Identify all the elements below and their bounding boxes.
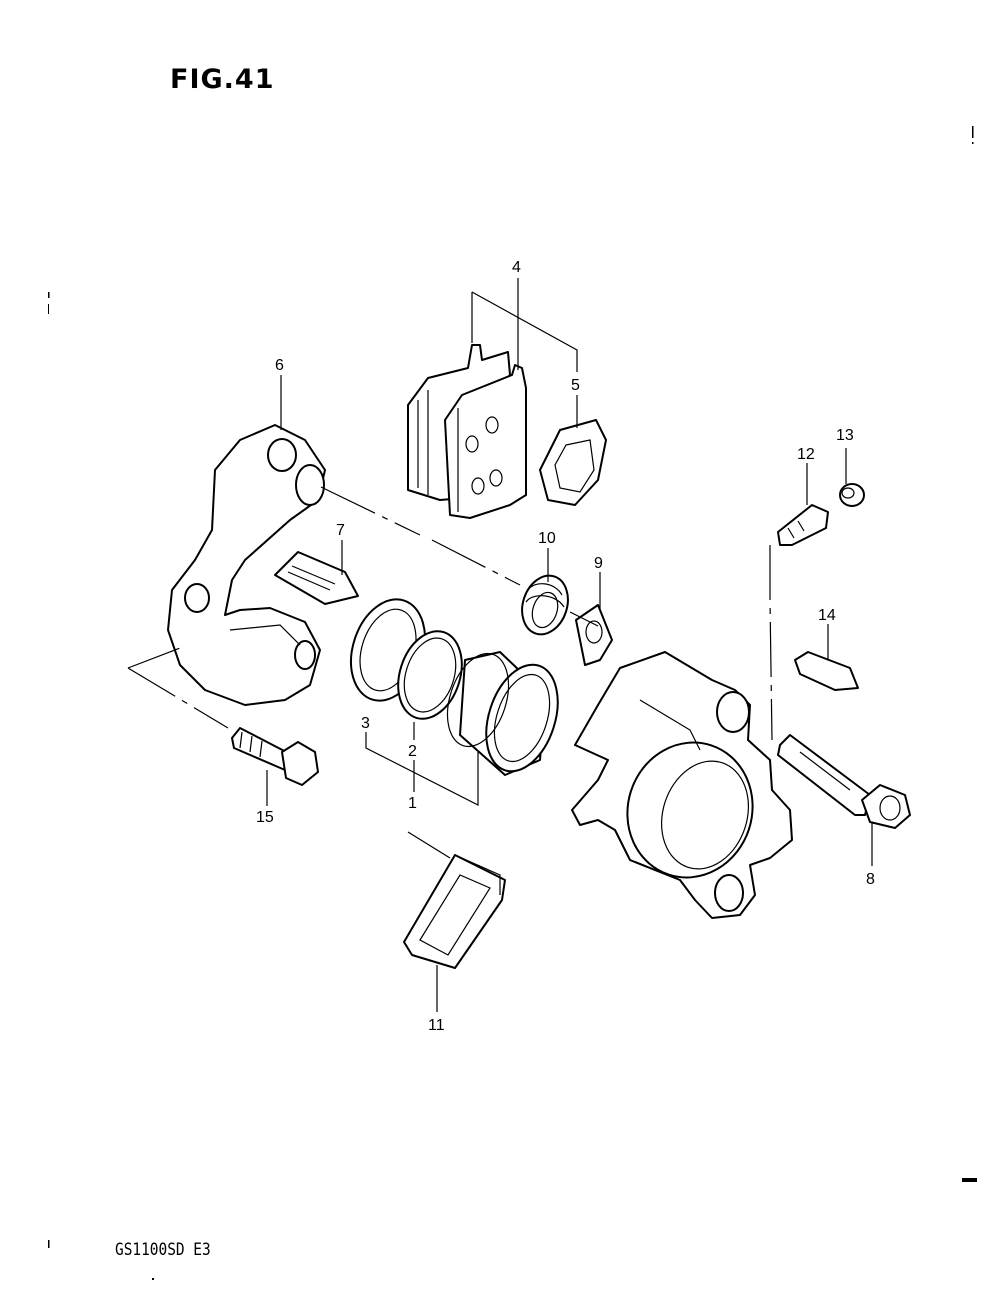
bleeder-cap[interactable] (839, 483, 865, 507)
leader-lines (127, 278, 873, 1012)
dust-boot[interactable] (515, 570, 575, 641)
callout-8: 8 (866, 871, 875, 888)
brake-pad-set[interactable] (407, 344, 527, 519)
callout-14: 14 (818, 607, 836, 624)
callout-11: 11 (428, 1017, 445, 1034)
figure-title: FIG.41 (170, 64, 275, 95)
slide-pin-bolt[interactable] (777, 734, 911, 829)
callout-7: 7 (336, 522, 345, 539)
callout-3: 3 (361, 715, 370, 732)
model-code-label: GS1100SD E3 (115, 1240, 211, 1260)
caliper-bracket[interactable] (167, 424, 326, 706)
callout-15: 15 (256, 809, 274, 826)
bracket-bolt[interactable] (231, 727, 319, 786)
callout-6: 6 (275, 357, 284, 374)
callout-1: 1 (408, 795, 417, 812)
retaining-clip[interactable] (794, 651, 859, 691)
callout-4: 4 (512, 259, 521, 276)
caliper-body[interactable] (571, 651, 793, 919)
callout-9: 9 (594, 555, 603, 572)
callout-12: 12 (797, 446, 815, 463)
pin-boot[interactable] (575, 604, 613, 666)
pad-retainer[interactable] (403, 831, 506, 969)
callout-10: 10 (538, 530, 556, 547)
caliper-piston[interactable] (437, 646, 571, 781)
bleeder-valve[interactable] (777, 504, 829, 546)
callout-13: 13 (836, 427, 854, 444)
callout-2: 2 (408, 743, 417, 760)
o-ring[interactable] (388, 623, 473, 727)
pad-shim[interactable] (539, 419, 607, 506)
callout-5: 5 (571, 377, 580, 394)
scan-specks (48, 126, 977, 1280)
pad-spring[interactable] (274, 551, 359, 605)
